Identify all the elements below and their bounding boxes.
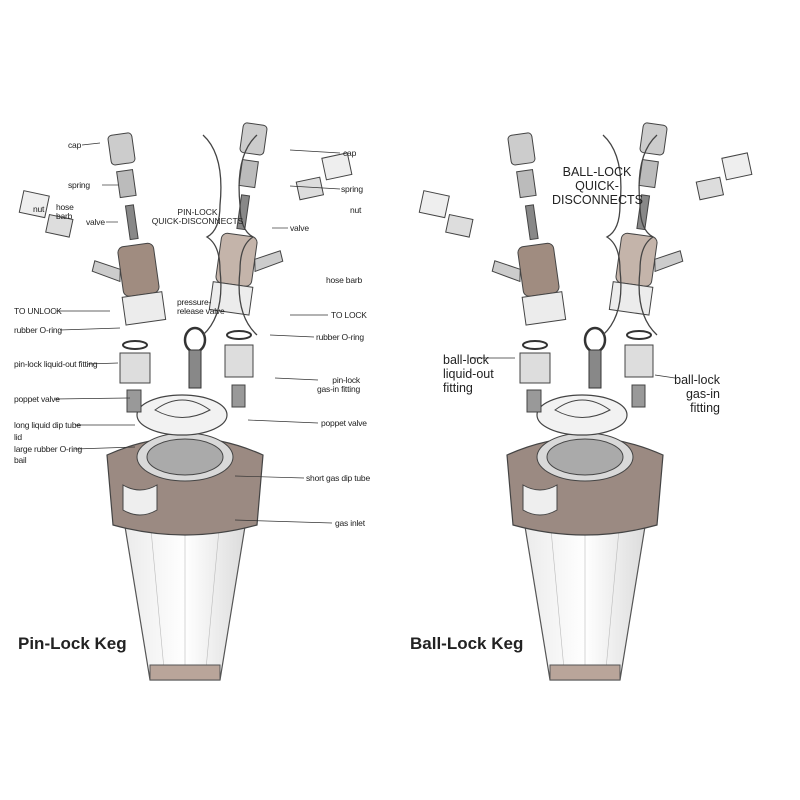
header-line: BALL-LOCK bbox=[562, 165, 632, 179]
ball-lock-keg-title: Ball-Lock Keg bbox=[410, 634, 524, 653]
label-cap-left: cap bbox=[68, 140, 82, 150]
label-long-liquid-dip-tube: long liquid dip tube bbox=[14, 420, 81, 430]
label-lid: lid bbox=[14, 432, 22, 442]
header-line: DISCONNECTS bbox=[552, 193, 643, 207]
label-line: gas-in fitting bbox=[316, 384, 360, 394]
label-poppet-valve-left: poppet valve bbox=[14, 394, 60, 404]
label-gas-inlet: gas inlet bbox=[335, 518, 365, 528]
label-line: barb bbox=[56, 211, 73, 221]
label-nut-right: nut bbox=[350, 205, 362, 215]
label-nut-left: nut bbox=[33, 204, 45, 214]
header-line: QUICK-DISCONNECTS bbox=[151, 216, 244, 226]
label-rubber-oring-right: rubber O-ring bbox=[316, 332, 364, 342]
label-line: ball-lock bbox=[443, 353, 489, 367]
label-pressure-release-valve: pressure- release valve bbox=[177, 297, 225, 316]
label-large-rubber-oring: large rubber O-ring bbox=[14, 444, 83, 454]
label-hose-barb-right: hose barb bbox=[326, 275, 363, 285]
header-line: PIN-LOCK bbox=[177, 207, 218, 217]
label-line: pressure- bbox=[177, 297, 212, 307]
label-line: release valve bbox=[177, 306, 225, 316]
label-cap-right: cap bbox=[343, 148, 357, 158]
label-line: fitting bbox=[443, 381, 473, 395]
label-valve-right: valve bbox=[290, 223, 309, 233]
label-ball-lock-liquid-out-fitting: ball-lock liquid-out fitting bbox=[443, 353, 494, 395]
label-short-gas-dip-tube: short gas dip tube bbox=[306, 473, 370, 483]
pin-lock-header: PIN-LOCK QUICK-DISCONNECTS bbox=[150, 208, 245, 226]
label-valve-left: valve bbox=[86, 217, 105, 227]
leader-lines bbox=[54, 142, 676, 524]
label-line: fitting bbox=[690, 401, 720, 415]
label-pin-lock-gas-in-fitting: pin-lock gas-in fitting bbox=[300, 376, 360, 394]
label-line: liquid-out bbox=[443, 367, 494, 381]
label-line: hose bbox=[56, 202, 74, 212]
label-line: ball-lock bbox=[674, 373, 720, 387]
pin-lock-keg-title: Pin-Lock Keg bbox=[18, 634, 127, 653]
label-to-unlock: TO UNLOCK bbox=[14, 306, 62, 316]
label-rubber-oring-left: rubber O-ring bbox=[14, 325, 62, 335]
label-spring-left: spring bbox=[68, 180, 90, 190]
label-ball-lock-gas-in-fitting: ball-lock gas-in fitting bbox=[660, 373, 720, 415]
label-pin-lock-liquid-out-fitting: pin-lock liquid-out fitting bbox=[14, 359, 98, 369]
label-line: pin-lock bbox=[332, 375, 360, 385]
ball-lock-header: BALL-LOCK QUICK- DISCONNECTS bbox=[552, 165, 643, 207]
label-hose-barb-left: hose barb bbox=[56, 203, 74, 221]
label-spring-right: spring bbox=[341, 184, 363, 194]
label-poppet-valve-right: poppet valve bbox=[321, 418, 367, 428]
header-line: QUICK- bbox=[575, 179, 619, 193]
label-line: gas-in bbox=[685, 387, 720, 401]
label-to-lock: TO LOCK bbox=[331, 310, 367, 320]
label-bail: bail bbox=[14, 455, 27, 465]
